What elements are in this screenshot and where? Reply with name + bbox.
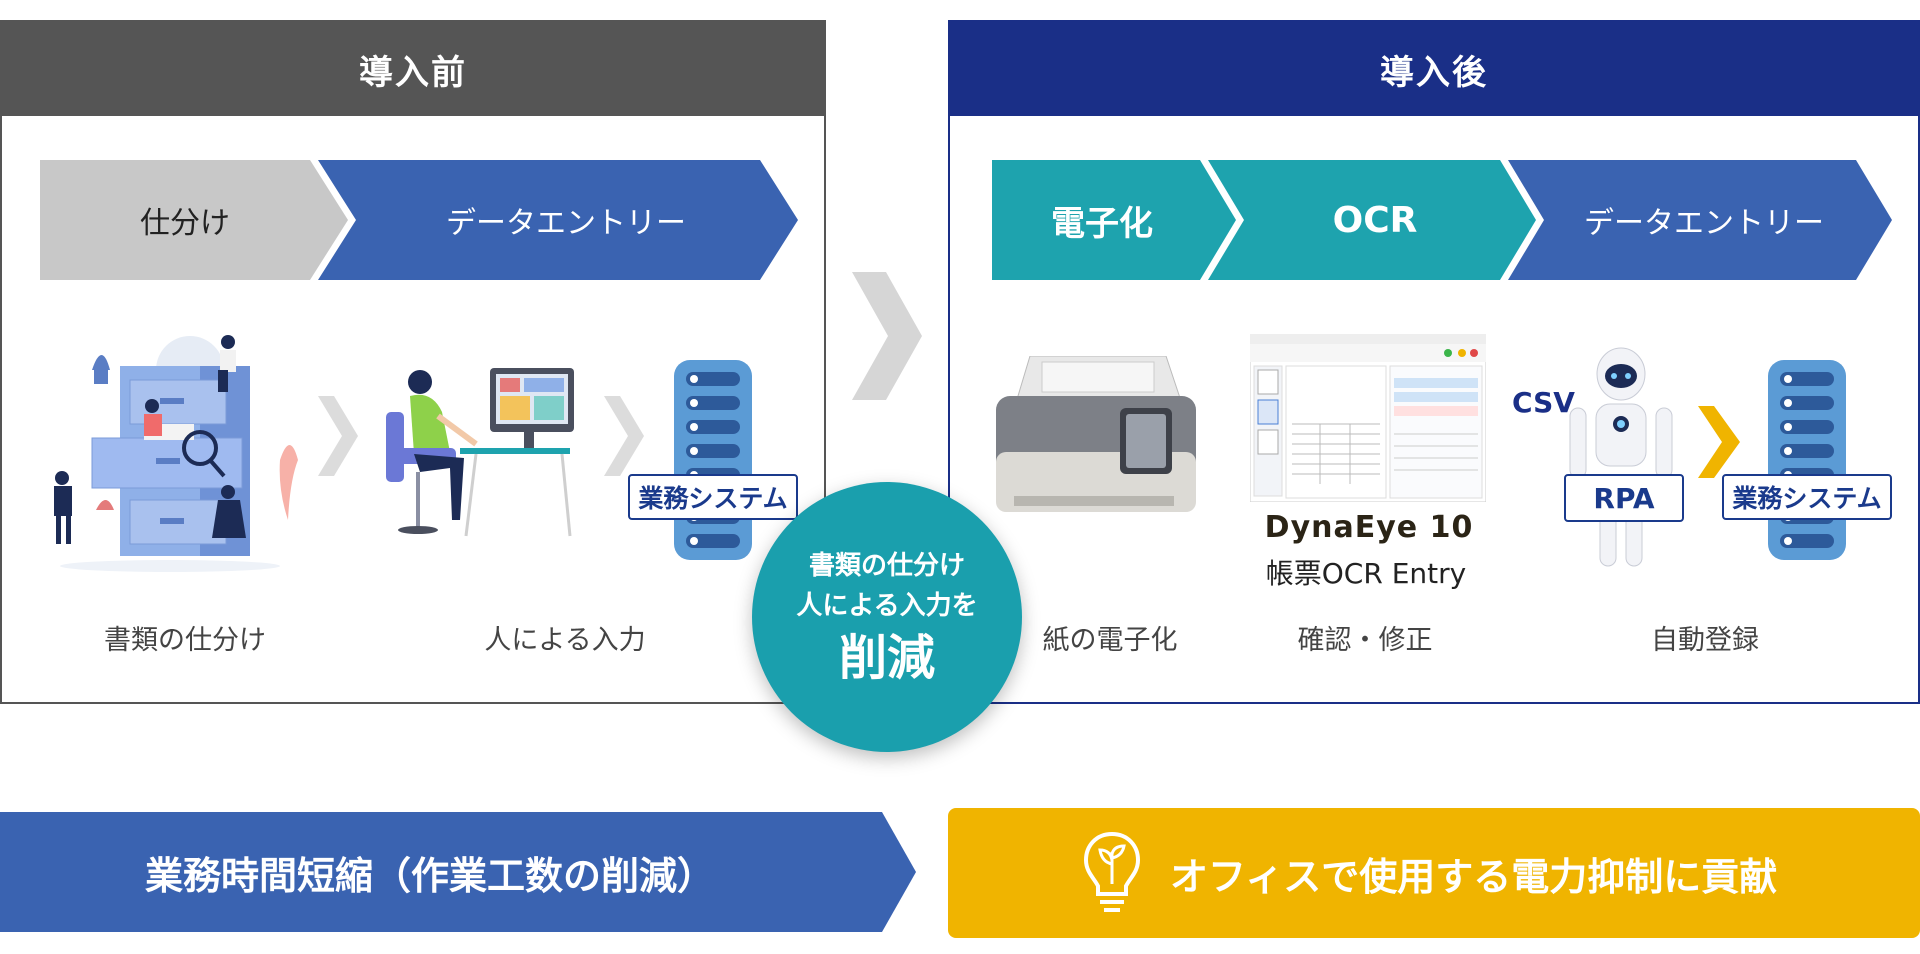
scanner-illustration <box>996 356 1196 512</box>
step-data-entry-chevron <box>318 160 798 280</box>
benefit-power-saving: オフィスで使用する電力抑制に貢献 <box>1170 854 1778 899</box>
business-system-badge-after: 業務システム <box>1722 474 1892 520</box>
caption-manual-input: 人による入力 <box>484 625 646 656</box>
lightbulb-leaf-icon <box>1083 831 1141 912</box>
transition-arrow-icon <box>852 272 922 400</box>
server-icon <box>1768 360 1846 560</box>
server-icon <box>674 360 752 560</box>
yellow-arrow-icon <box>1698 406 1740 478</box>
person-typing-illustration <box>386 368 574 537</box>
caption-document-sorting: 書類の仕分け <box>104 625 266 656</box>
step-sorting-label: 仕分け <box>140 206 230 241</box>
step-data-entry2-chevron <box>1508 160 1892 280</box>
business-system-badge: 業務システム <box>628 474 798 520</box>
reduction-line-3: 削減 <box>838 630 935 686</box>
reduction-line-1: 書類の仕分け <box>808 551 965 581</box>
product-name: 帳票OCR Entry <box>1265 557 1467 590</box>
rpa-badge: RPA <box>1564 474 1684 522</box>
step-ocr-chevron <box>1208 160 1536 280</box>
step-ocr-label: OCR <box>1332 199 1418 241</box>
caption-check-correct: 確認・修正 <box>1297 625 1433 656</box>
dynaeye-logo: DynaEye 10 <box>1264 510 1474 545</box>
csv-label: CSV <box>1512 386 1575 419</box>
step-digitize-chevron <box>992 160 1236 280</box>
reduction-circle: 書類の仕分け 人による入力を 削減 <box>752 482 1022 752</box>
small-arrow-icon <box>318 396 358 476</box>
caption-auto-registration: 自動登録 <box>1651 625 1759 656</box>
ocr-software-screenshot <box>1250 334 1486 502</box>
document-sorting-illustration <box>54 335 298 572</box>
robot-illustration <box>1569 347 1673 567</box>
caption-digitize-paper: 紙の電子化 <box>1042 625 1178 656</box>
step-data-entry2-label: データエントリー <box>1584 206 1824 241</box>
benefit-left-arrow <box>0 812 916 932</box>
small-arrow-icon <box>604 396 644 476</box>
benefit-time-reduction: 業務時間短縮（作業工数の削減） <box>144 853 715 898</box>
benefit-right-box <box>948 808 1920 938</box>
step-data-entry-label: データエントリー <box>446 206 686 241</box>
step-digitize-label: 電子化 <box>1051 203 1153 244</box>
reduction-line-2: 人による入力を <box>796 591 978 621</box>
step-sorting-chevron <box>40 160 348 280</box>
after-header: 導入後 <box>950 22 1918 116</box>
before-header: 導入前 <box>2 22 824 116</box>
